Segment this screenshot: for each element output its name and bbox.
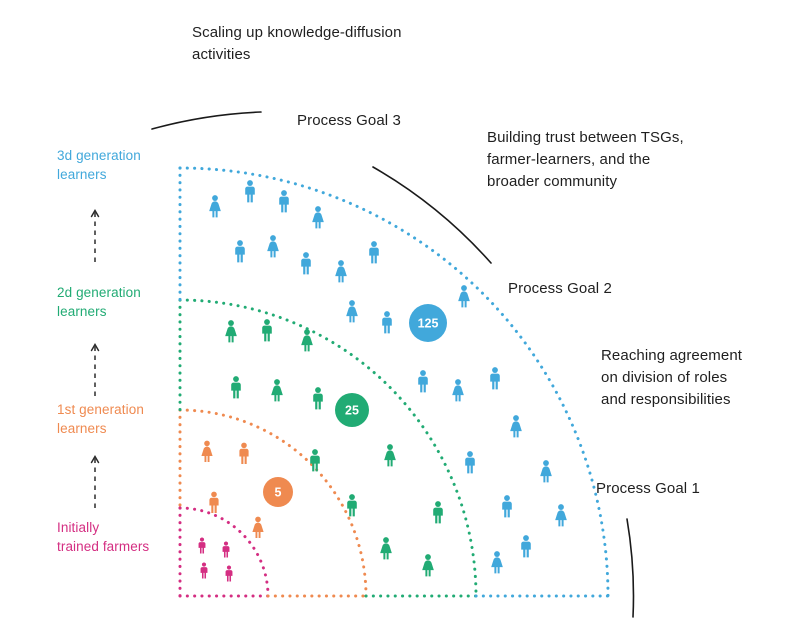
person-male-icon (521, 535, 531, 558)
person-male-icon (347, 494, 357, 517)
goal2-description-text: Building trust between TSGs, farmer-lear… (487, 129, 684, 190)
person-male-icon (418, 370, 428, 393)
process-goal-3-label: Process Goal 3 (297, 112, 401, 129)
person-male-icon (310, 449, 320, 472)
process-goal-2-label: Process Goal 2 (508, 280, 612, 297)
person-female-icon (267, 235, 279, 258)
goal3-description-text: Scaling up knowledge-diffusion activitie… (192, 24, 402, 63)
person-male-icon (245, 180, 255, 203)
count-badges-layer: 5 25 125 (263, 304, 447, 507)
count-badge (335, 393, 369, 427)
person-female-icon (209, 195, 221, 218)
generation-label-3d: 3d generation learners (57, 148, 141, 182)
person-male-icon (433, 501, 443, 524)
person-male-icon (222, 541, 230, 558)
person-male-icon (465, 451, 475, 474)
person-male-icon (225, 565, 233, 582)
person-female-icon (384, 444, 396, 467)
goal-divider-arcs (151, 111, 635, 618)
goal1-description-text: Reaching agreement on division of roles … (601, 347, 743, 408)
count-badge-value: 25 (345, 404, 359, 418)
person-male-icon (231, 376, 241, 399)
person-female-icon (422, 554, 434, 577)
person-male-icon (279, 190, 289, 213)
person-male-icon (382, 311, 392, 334)
person-female-icon (252, 516, 264, 538)
person-female-icon (346, 300, 358, 323)
person-male-icon (502, 495, 512, 518)
person-male-icon (235, 240, 245, 263)
person-female-icon (452, 379, 464, 402)
generation-label-initial: Initially trained farmers (57, 520, 150, 554)
person-male-icon (369, 241, 379, 264)
person-male-icon (239, 442, 249, 464)
person-male-icon (313, 387, 323, 410)
person-male-icon (262, 319, 272, 342)
person-female-icon (555, 504, 567, 527)
person-male-icon (301, 252, 311, 275)
count-badge (409, 304, 447, 342)
person-male-icon (200, 562, 208, 579)
generation-label-1st: 1st generation learners (57, 402, 144, 436)
goal3-divider-arc (151, 111, 262, 130)
person-male-icon (198, 537, 206, 554)
process-goal-1-label: Process Goal 1 (596, 480, 700, 497)
person-female-icon (335, 260, 347, 283)
person-female-icon (201, 440, 213, 462)
generation-label-2d: 2d generation learners (57, 285, 141, 319)
count-badge-value: 5 (275, 486, 282, 500)
person-female-icon (225, 320, 237, 343)
count-badge (263, 477, 293, 507)
person-female-icon (301, 329, 313, 352)
goal1-divider-arc (626, 518, 635, 618)
person-male-icon (209, 491, 219, 513)
person-female-icon (380, 537, 392, 560)
person-female-icon (540, 460, 552, 483)
person-female-icon (458, 285, 470, 308)
goal2-divider-arc (372, 166, 492, 264)
person-male-icon (490, 367, 500, 390)
person-female-icon (271, 379, 283, 402)
people-layer (198, 180, 567, 582)
person-female-icon (510, 415, 522, 438)
count-badge-value: 125 (418, 317, 439, 331)
person-female-icon (312, 206, 324, 229)
gen2-border-arc (178, 298, 478, 598)
gen3-border-arc (178, 166, 610, 598)
region-borders (178, 166, 610, 598)
person-female-icon (491, 551, 503, 574)
gen1-border-arc (178, 408, 368, 598)
